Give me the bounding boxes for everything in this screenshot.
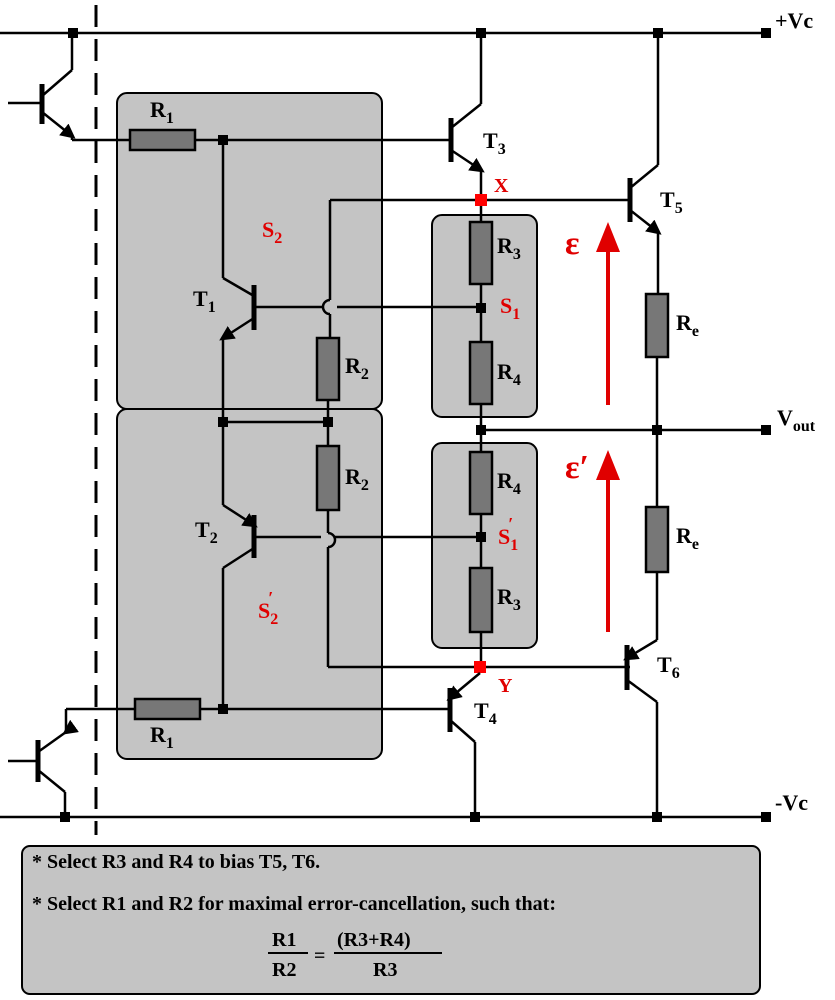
s2-label: S2 [262,217,282,247]
vout-terminal [761,425,771,435]
vout-label: Vout [777,405,816,435]
r3-bottom-resistor [468,566,494,634]
t5-label: T5 [660,187,683,217]
r3-bottom-label: R3 [497,584,521,614]
positive-rail-label: +Vc [775,8,813,33]
r3-top-label: R3 [497,233,521,263]
vout-node [476,425,486,435]
input-transistor-bottom [8,707,135,817]
fraction-right-denominator: R3 [373,959,397,981]
r4-top-label: R4 [497,359,521,389]
fraction-right-numerator: (R3+R4) [337,929,411,951]
epsilon-label: ε [565,225,580,262]
r1-bottom-label: R1 [150,722,174,752]
re-top-resistor [644,292,670,359]
t1-label: T1 [193,286,216,316]
t3-transistor [448,33,485,200]
t1-transistor [219,140,476,422]
epsilon-prime-arrow-head [596,450,620,480]
positive-rail-terminal [761,28,771,38]
t6-label: T6 [657,652,680,682]
s1-prime-node [476,532,486,542]
t4-label: T4 [474,698,497,728]
fraction-equals: = [314,945,325,967]
input-transistor-top [8,33,130,142]
r4-top-resistor [468,340,494,406]
r1-bottom-resistor [133,697,202,721]
s2-prime-label: S2′ [258,588,278,628]
epsilon-prime-label: ε′ [565,449,589,486]
fraction-left-denominator: R2 [272,959,296,981]
note-line-1: * Select R3 and R4 to bias T5, T6. [32,851,320,873]
r2-top-label: R2 [345,353,369,383]
negative-rail-terminal [761,812,771,822]
r2-bottom-label: R2 [345,464,369,494]
node-x-label: X [494,175,509,197]
t2-label: T2 [195,517,218,547]
s1-label: S1 [500,293,520,323]
negative-rail-label: -Vc [775,790,808,815]
t3-label: T3 [483,128,506,158]
notes-box [21,845,761,995]
re-bottom-resistor [644,505,670,574]
t6-transistor [623,638,659,817]
r2-bottom-resistor [315,444,341,512]
s1-region-box [431,214,538,418]
t2-transistor [221,422,476,709]
re-top-label: Re [676,310,699,340]
r3-top-resistor [468,220,494,286]
note-line-2: * Select R1 and R2 for maximal error-can… [32,893,556,915]
r1-top-resistor [128,128,197,152]
r2-top-resistor [315,336,341,402]
re-bottom-label: Re [676,523,699,553]
s1-prime-region-box [431,442,538,649]
fraction-left-numerator: R1 [272,929,296,951]
r1-top-label: R1 [150,97,174,127]
r4-bottom-label: R4 [497,468,521,498]
s1-prime-label: S1′ [498,514,518,554]
t4-transistor [446,672,481,817]
s1-node [476,303,486,313]
r4-bottom-resistor [468,450,494,516]
node-x-marker [475,194,487,206]
node-y-marker [474,661,486,673]
junction-node [218,704,228,714]
node-y-label: Y [498,675,513,697]
epsilon-arrow-head [596,222,620,252]
t5-transistor [627,33,662,294]
